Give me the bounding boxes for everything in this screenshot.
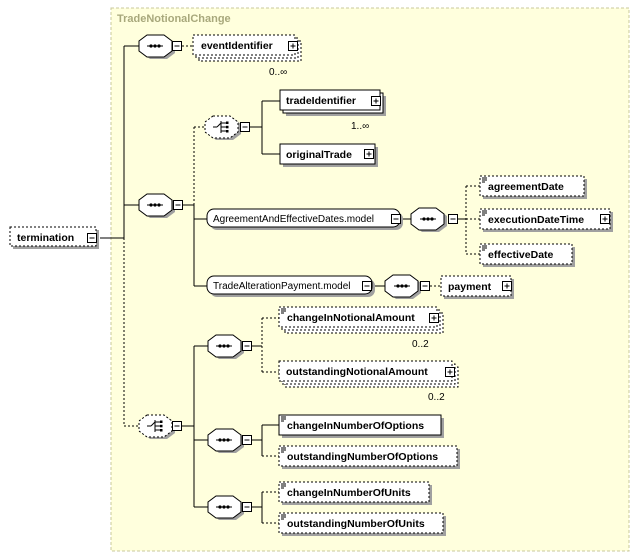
element-tradeIdentifier[interactable]: tradeIdentifier 1..∞: [279, 89, 386, 132]
sequence-compositor-1[interactable]: [138, 34, 182, 59]
element-payment[interactable]: payment: [440, 275, 514, 299]
type-title: TradeNotionalChange: [117, 13, 231, 25]
sequence-compositor-2[interactable]: [138, 193, 183, 218]
element-label: outstandingNumberOfOptions: [287, 451, 438, 463]
element-label: effectiveDate: [488, 249, 554, 261]
element-label: agreementDate: [488, 181, 564, 193]
choice-compositor-1[interactable]: [204, 115, 250, 140]
expand-icon[interactable]: [445, 367, 455, 377]
element-label: tradeIdentifier: [286, 95, 356, 107]
element-changeInNumberOfOptions[interactable]: changeInNumberOfOptions: [278, 414, 444, 438]
expand-icon[interactable]: [288, 41, 298, 51]
group-agreement-and-effective-dates[interactable]: AgreementAndEffectiveDates.model: [206, 208, 403, 230]
collapse-icon[interactable]: [87, 233, 97, 243]
collapse-icon[interactable]: [420, 281, 430, 291]
occurrence-label: 0..2: [428, 392, 445, 403]
expand-icon[interactable]: [600, 214, 610, 224]
element-changeInNotionalAmount[interactable]: changeInNotionalAmount 0..2: [278, 306, 444, 350]
element-executionDateTime[interactable]: executionDateTime: [479, 208, 613, 232]
element-label: payment: [448, 281, 492, 293]
element-eventIdentifier[interactable]: eventIdentifier 0..∞: [192, 34, 302, 78]
collapse-icon[interactable]: [242, 502, 252, 512]
element-label: changeInNumberOfUnits: [287, 487, 411, 499]
sequence-compositor-3[interactable]: [207, 334, 252, 359]
group-label: TradeAlterationPayment.model: [213, 281, 350, 292]
collapse-icon[interactable]: [448, 214, 458, 224]
group-trade-alteration-payment[interactable]: TradeAlterationPayment.model: [206, 275, 375, 297]
element-label: executionDateTime: [488, 214, 584, 226]
expand-icon[interactable]: [502, 281, 512, 291]
choice-compositor-2[interactable]: [138, 414, 182, 439]
connectors: [100, 45, 480, 524]
expand-icon[interactable]: [429, 313, 439, 323]
element-effectiveDate[interactable]: effectiveDate: [479, 243, 575, 267]
occurrence-label: 0..∞: [269, 67, 287, 78]
element-label: changeInNotionalAmount: [287, 312, 415, 324]
collapse-icon[interactable]: [242, 341, 252, 351]
occurrence-label: 0..2: [412, 339, 429, 350]
occurrence-label: 1..∞: [351, 121, 369, 132]
sequence-compositor-5[interactable]: [207, 495, 252, 520]
sequence-compositor-4[interactable]: [207, 428, 252, 453]
element-label: originalTrade: [286, 149, 352, 161]
collapse-icon[interactable]: [173, 200, 183, 210]
element-outstandingNotionalAmount[interactable]: outstandingNotionalAmount 0..2: [278, 360, 459, 403]
collapse-icon[interactable]: [391, 214, 401, 224]
element-label: termination: [17, 232, 74, 244]
expand-icon[interactable]: [371, 96, 381, 106]
element-outstandingNumberOfUnits[interactable]: outstandingNumberOfUnits: [278, 512, 446, 536]
collapse-icon[interactable]: [242, 435, 252, 445]
collapse-icon[interactable]: [362, 281, 372, 291]
element-label: outstandingNotionalAmount: [286, 366, 428, 378]
collapse-icon[interactable]: [172, 421, 182, 431]
element-label: eventIdentifier: [201, 40, 273, 52]
root-element-termination[interactable]: termination: [9, 226, 99, 249]
sequence-compositor-dates[interactable]: [410, 207, 458, 232]
expand-icon[interactable]: [364, 149, 374, 159]
element-agreementDate[interactable]: agreementDate: [479, 175, 587, 199]
element-originalTrade[interactable]: originalTrade: [279, 143, 378, 167]
element-changeInNumberOfUnits[interactable]: changeInNumberOfUnits: [278, 481, 432, 505]
element-label: changeInNumberOfOptions: [287, 420, 424, 432]
collapse-icon[interactable]: [240, 122, 250, 132]
element-outstandingNumberOfOptions[interactable]: outstandingNumberOfOptions: [278, 445, 460, 469]
group-label: AgreementAndEffectiveDates.model: [213, 214, 374, 225]
element-label: outstandingNumberOfUnits: [287, 518, 425, 530]
collapse-icon[interactable]: [172, 41, 182, 51]
sequence-compositor-payment[interactable]: [384, 274, 430, 299]
